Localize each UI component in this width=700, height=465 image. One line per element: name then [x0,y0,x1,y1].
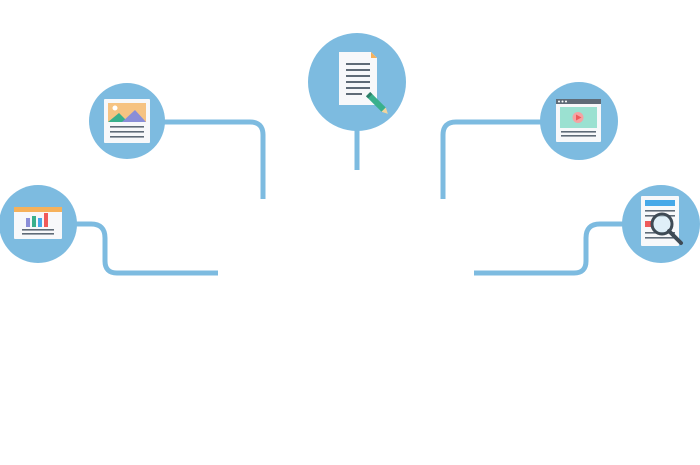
document-pencil-icon [339,52,388,114]
image-article-icon [104,99,150,143]
chart-report-icon [14,207,62,239]
video-page-icon [556,99,601,142]
connector-image-article [163,119,266,199]
node-document-edit[interactable] [308,33,406,131]
connector-video-page [440,119,541,199]
node-document-search[interactable] [622,185,700,263]
connector-document-search [474,221,627,276]
document-magnifier-icon [641,196,683,246]
node-chart-report[interactable] [0,185,77,263]
connectors [74,119,627,276]
node-image-article[interactable] [89,83,165,159]
node-video-page[interactable] [540,82,618,160]
connector-chart-report [74,221,218,276]
